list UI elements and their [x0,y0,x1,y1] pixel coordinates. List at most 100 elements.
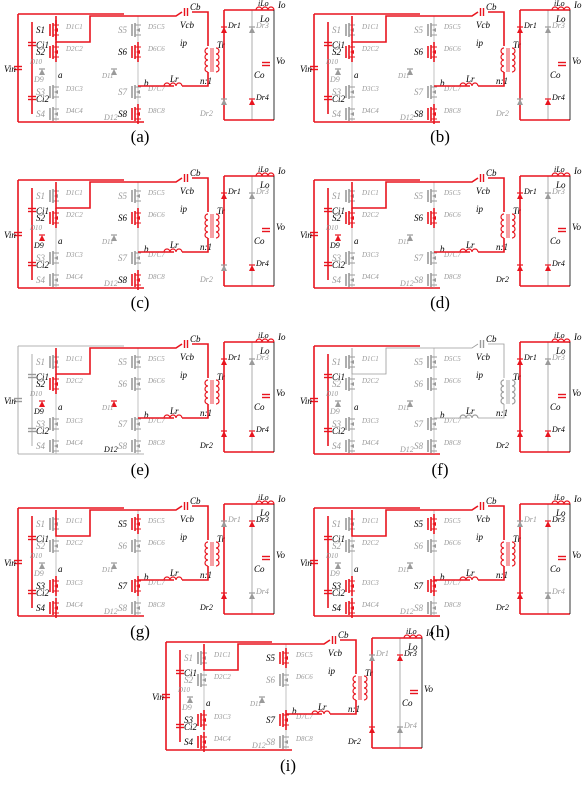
co-capacitor [262,555,270,561]
ci2-label: Ci2 [36,94,50,104]
d2c2-label: D2C2 [361,211,379,219]
d9-label: D9 [329,241,340,250]
d12-diode [259,696,265,703]
lr-inductor [163,576,183,581]
dr4-label: Dr4 [551,259,565,268]
ip-label: ip [180,204,188,214]
d7c7-label: D7C7 [295,713,313,721]
vin-source [310,397,318,403]
ci2-capacitor [324,427,332,433]
tr-label: Tr [513,206,522,216]
dr1-diode [517,192,523,199]
s2-switch [49,377,59,391]
io-label: Io [277,494,286,504]
d5c5-label: D5C5 [443,517,461,525]
lr-label: Lr [169,74,179,84]
panel-caption-a: (a) [130,127,150,146]
d12-diode [407,400,413,407]
dr1-diode [517,520,523,527]
d10-label: D10 [325,552,339,560]
dr1-diode [221,192,227,199]
dr4-label: Dr4 [255,587,269,596]
d2c2-label: D2C2 [65,211,83,219]
s8-label: S8 [118,603,128,613]
ratio-label: n:1 [200,242,212,252]
dr4-diode [397,726,403,733]
s3-label: S3 [36,581,46,591]
s8-label: S8 [414,275,424,285]
s2-label: S2 [332,379,342,389]
d11-label: D11 [397,238,410,246]
primary-path-top [351,343,479,375]
ip-label: ip [476,204,484,214]
ratio-label: n:1 [496,408,508,418]
d2c2-label: D2C2 [361,377,379,385]
dr1-label: Dr1 [523,515,537,524]
dr1-label: Dr1 [523,21,537,30]
node-a-label: a [354,402,359,412]
s6-label: S6 [118,47,128,57]
vo-label: Vo [424,684,434,694]
s2-switch [49,211,59,225]
ip-label: ip [476,532,484,542]
s5-label: S5 [118,191,128,201]
panel-caption-e: (e) [130,460,150,479]
vin-label: Vin [300,230,312,240]
d2c2-label: D2C2 [213,673,231,681]
primary-path-top [55,505,183,537]
ci1-label: Ci1 [36,40,49,50]
lo-inductor [255,6,275,11]
ilo-label: iLo [258,165,269,174]
d4c4-label: D4C4 [65,601,83,609]
lr-to-tr [478,404,505,419]
s3-label: S3 [332,419,342,429]
vcb-label: Vcb [476,186,490,196]
d10-label: D10 [29,58,43,66]
d12-diode [407,68,413,75]
vin-source [14,559,22,565]
d1c1-label: D1C1 [65,23,83,31]
s8-switch [131,107,141,121]
vcb-label: Vcb [180,20,194,30]
ilo-label: iLo [554,0,565,8]
lr-label: Lr [465,240,475,250]
ci1-capacitor [28,207,36,213]
d12-diode [407,234,413,241]
dr1-label: Dr1 [227,515,241,524]
lr-label: Lr [465,568,475,578]
d8c8-label: D8C8 [443,601,461,609]
dr2-diode [517,430,523,437]
dr2-label: Dr2 [199,275,213,284]
d3c3-label: D3C3 [361,579,379,587]
d1c1-label: D1C1 [361,189,379,197]
d4c4-label: D4C4 [361,273,379,281]
d8c8-label: D8C8 [147,439,165,447]
ci2-capacitor [176,723,184,729]
s7-label: S7 [414,253,424,263]
co-capacitor [558,555,566,561]
vin-source [14,397,22,403]
ci1-label: Ci1 [36,534,49,544]
d2c2-label: D2C2 [65,45,83,53]
ci2-label: Ci2 [36,588,50,598]
s3-label: S3 [36,419,46,429]
dr4-label: Dr4 [255,259,269,268]
s3-label: S3 [332,87,342,97]
ci1-capacitor [28,373,36,379]
d5c5-label: D5C5 [443,23,461,31]
d9-diode [335,234,341,241]
s3-switch [345,579,355,593]
s7-switch [131,85,141,99]
dr3-label: Dr3 [551,187,565,196]
lo-label: Lo [407,642,418,652]
s7-label: S7 [414,581,424,591]
vin-label: Vin [4,396,16,406]
vcb-label: Vcb [180,352,194,362]
d5c5-label: D5C5 [295,651,313,659]
node-b-label: b [440,244,445,254]
s3-label: S3 [332,581,342,591]
